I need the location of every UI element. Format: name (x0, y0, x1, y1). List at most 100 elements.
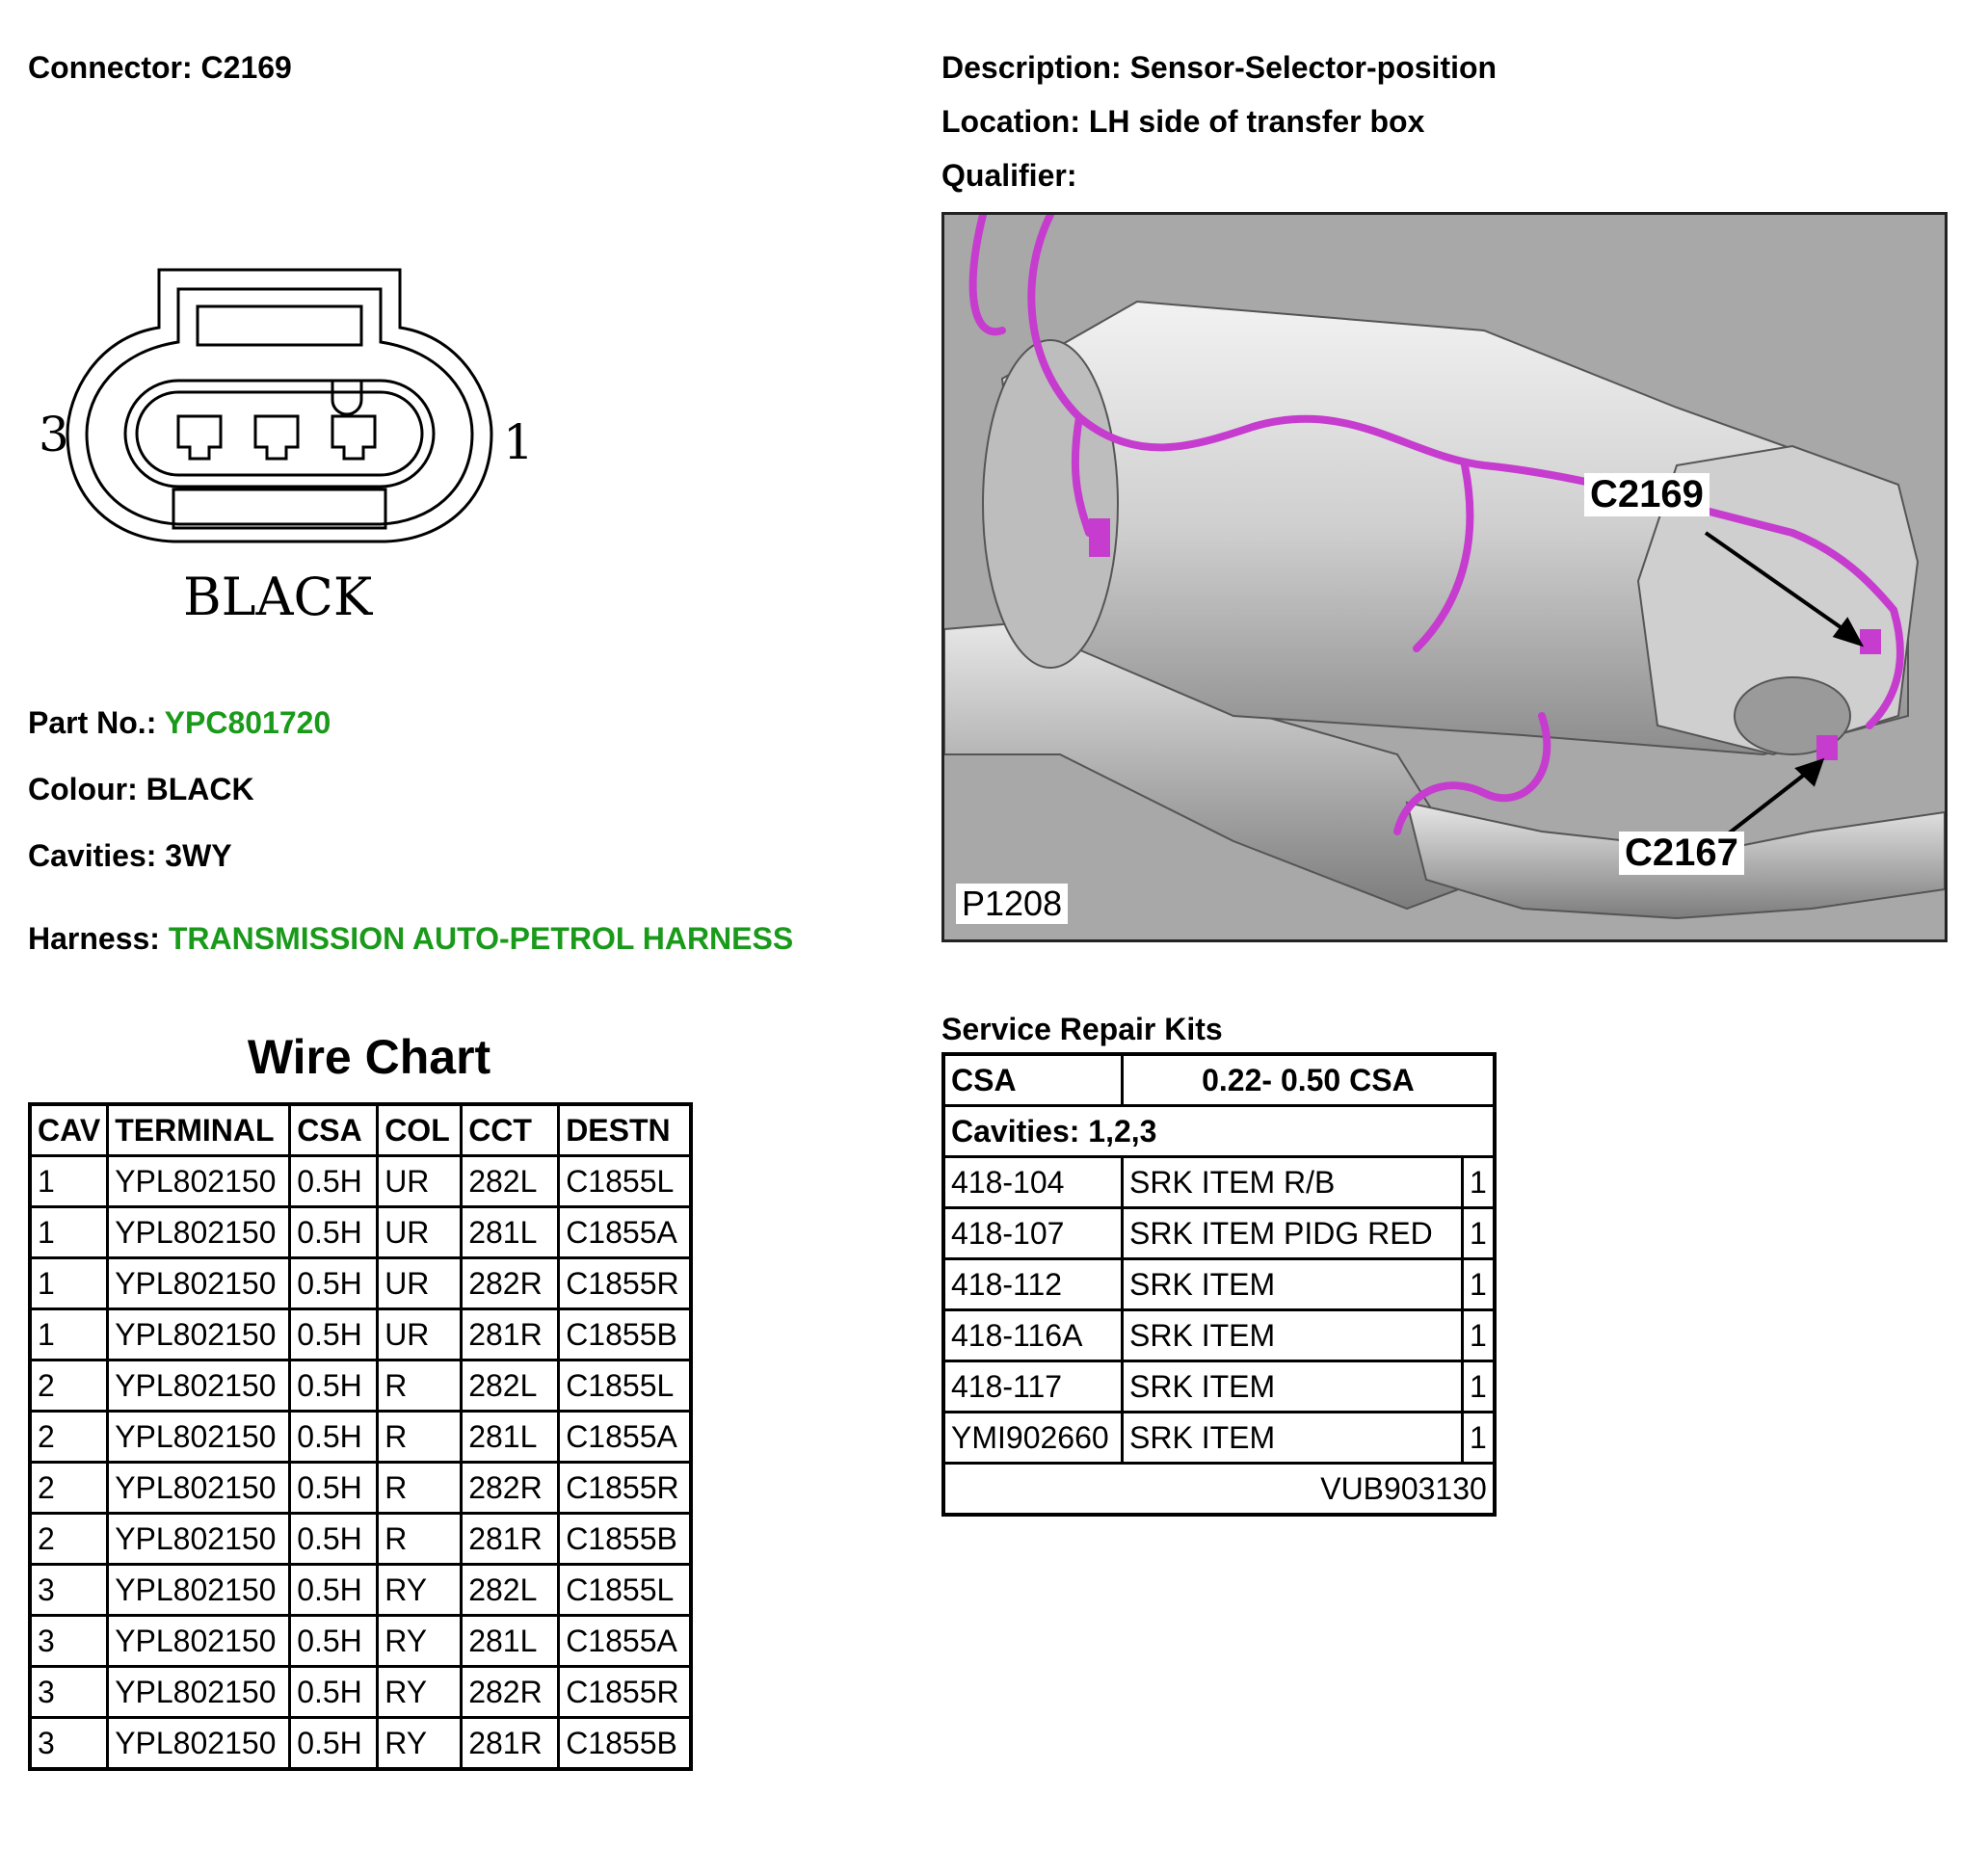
wire-chart-cell-terminal: YPL802150 (106, 1614, 292, 1668)
wire-chart-cell-cct: 281L (460, 1614, 561, 1668)
srk-item-code: 418-104 (941, 1155, 1124, 1209)
wire-chart-cell-terminal: YPL802150 (106, 1308, 292, 1361)
wire-chart-cell-col: RY (376, 1665, 464, 1719)
col-terminal-header: TERMINAL (106, 1102, 292, 1157)
wire-chart-cell-cct: 281L (460, 1410, 561, 1464)
connector-outline-icon (66, 268, 493, 543)
wire-chart-cell-col: UR (376, 1205, 464, 1259)
wire-chart-cell-csa: 0.5H (288, 1614, 380, 1668)
wire-chart-cell-col: R (376, 1359, 464, 1413)
wire-chart-cell-csa: 0.5H (288, 1359, 380, 1413)
wire-chart-cell-col: R (376, 1512, 464, 1566)
wire-chart-cell-cct: 282R (460, 1665, 561, 1719)
wire-chart-cell-destn: C1855R (557, 1665, 693, 1719)
picture-id-label: P1208 (956, 884, 1069, 924)
wire-chart-cell-terminal: YPL802150 (106, 1154, 292, 1208)
srk-item-description: SRK ITEM R/B (1121, 1155, 1464, 1209)
wire-chart-cell-cav: 3 (28, 1665, 110, 1719)
wire-chart-cell-destn: C1855B (557, 1308, 693, 1361)
srk-kit-number-row: VUB903130 (941, 1462, 1497, 1517)
wire-chart-cell-cav: 2 (28, 1461, 110, 1515)
wire-chart-cell-col: RY (376, 1563, 464, 1617)
wire-chart-cell-terminal: YPL802150 (106, 1205, 292, 1259)
wire-chart-cell-cct: 282L (460, 1154, 561, 1208)
part-number-link[interactable]: YPC801720 (164, 705, 331, 740)
srk-item-code: 418-107 (941, 1206, 1124, 1260)
wire-chart-cell-cav: 2 (28, 1512, 110, 1566)
wire-chart-cell-csa: 0.5H (288, 1716, 380, 1771)
wire-chart-cell-cav: 3 (28, 1563, 110, 1617)
pin-1-label: 1 (503, 414, 534, 470)
srk-csa-row: CSA 0.22- 0.50 CSA (941, 1052, 1497, 1107)
srk-item-qty: 1 (1460, 1155, 1497, 1209)
service-repair-kits-title: Service Repair Kits (941, 1012, 1223, 1046)
wire-chart-cell-cct: 282R (460, 1256, 561, 1310)
colour: Colour: BLACK (28, 772, 254, 807)
wire-chart-cell-cav: 3 (28, 1716, 110, 1771)
c2169-marker (1860, 629, 1881, 654)
connector-value: C2169 (200, 50, 292, 85)
srk-cavities-row: Cavities: 1,2,3 (941, 1104, 1497, 1158)
wire-chart-cell-csa: 0.5H (288, 1256, 380, 1310)
cavities: Cavities: 3WY (28, 838, 232, 874)
callout-c2167: C2167 (1619, 832, 1744, 875)
srk-csa-label: CSA (941, 1052, 1124, 1107)
wire-chart-cell-destn: C1855A (557, 1410, 693, 1464)
c2167-marker (1816, 735, 1838, 760)
wire-chart-cell-cav: 1 (28, 1154, 110, 1208)
wire-chart-cell-terminal: YPL802150 (106, 1410, 292, 1464)
wire-chart-cell-col: UR (376, 1154, 464, 1208)
wire-chart-cell-cct: 282R (460, 1461, 561, 1515)
srk-item-qty: 1 (1460, 1411, 1497, 1465)
wire-chart-cell-destn: C1855R (557, 1256, 693, 1310)
wire-chart-cell-csa: 0.5H (288, 1308, 380, 1361)
wire-chart-cell-terminal: YPL802150 (106, 1716, 292, 1771)
srk-item-qty: 1 (1460, 1308, 1497, 1362)
wire-chart-cell-destn: C1855R (557, 1461, 693, 1515)
sensor-connector-marker (1089, 518, 1110, 557)
srk-item-code: 418-117 (941, 1360, 1124, 1413)
service-repair-kits-table: CSA 0.22- 0.50 CSA Cavities: 1,2,3 418-1… (941, 1052, 1497, 1517)
wire-chart-cell-terminal: YPL802150 (106, 1461, 292, 1515)
srk-cavities-text: Cavities: 1,2,3 (941, 1104, 1497, 1158)
connector-face-diagram: 3 1 BLACK (39, 260, 540, 646)
wire-chart-cell-destn: C1855L (557, 1563, 693, 1617)
col-cav-header: CAV (28, 1102, 110, 1157)
colour-label: Colour: (28, 772, 138, 806)
location-illustration: C2169 C2167 P1208 (941, 212, 1948, 942)
wire-chart-cell-col: R (376, 1410, 464, 1464)
wire-chart-cell-cct: 282L (460, 1563, 561, 1617)
wire-chart-cell-csa: 0.5H (288, 1410, 380, 1464)
harness-link[interactable]: TRANSMISSION AUTO-PETROL HARNESS (168, 921, 794, 956)
harness: Harness: TRANSMISSION AUTO-PETROL HARNES… (28, 921, 793, 957)
connector-heading: Connector: C2169 (28, 50, 292, 86)
cavities-value: 3WY (165, 838, 232, 873)
wire-chart-cell-csa: 0.5H (288, 1563, 380, 1617)
srk-item-qty: 1 (1460, 1206, 1497, 1260)
transmission-illustration (944, 215, 1945, 920)
srk-item-code: 418-116A (941, 1308, 1124, 1362)
srk-item-description: SRK ITEM (1121, 1411, 1464, 1465)
wire-chart-cell-csa: 0.5H (288, 1665, 380, 1719)
wire-chart-cell-cct: 281R (460, 1308, 561, 1361)
wire-chart-cell-cav: 3 (28, 1614, 110, 1668)
wire-chart-cell-csa: 0.5H (288, 1154, 380, 1208)
part-number-label: Part No.: (28, 705, 157, 740)
connector-colour-text: BLACK (183, 567, 373, 627)
wire-chart-cell-cav: 2 (28, 1410, 110, 1464)
col-destn-header: DESTN (557, 1102, 693, 1157)
connector-label: Connector: (28, 50, 193, 85)
description-value: Sensor-Selector-position (1129, 50, 1498, 85)
